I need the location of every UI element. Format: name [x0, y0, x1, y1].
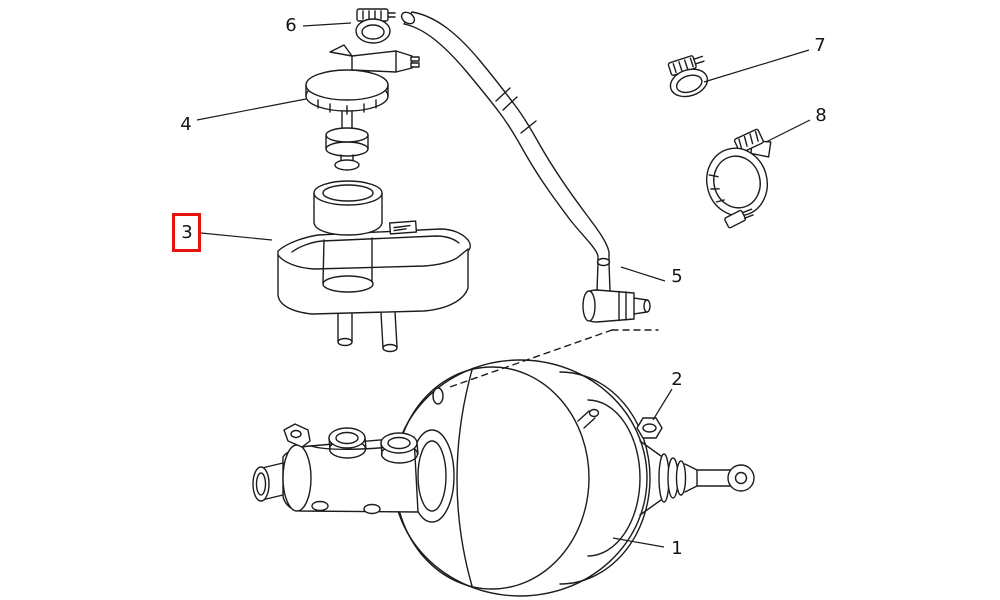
master-cylinder-drawing [252, 423, 455, 523]
leader-line-4 [196, 98, 307, 121]
leader-line-7 [703, 49, 810, 83]
callout-7: 7 [814, 35, 826, 56]
callout-4: 4 [180, 114, 192, 135]
fluid-reservoir-drawing [277, 180, 471, 353]
mounting-nut-drawing [636, 417, 663, 439]
callout-6: 6 [285, 15, 297, 36]
leader-lines [196, 22, 811, 548]
callout-3: 3 [181, 222, 193, 243]
leader-line-8 [765, 119, 811, 143]
assembly-dashed-lines [449, 329, 659, 388]
leader-line-5 [620, 266, 666, 282]
callout-2: 2 [671, 369, 683, 390]
leader-line-1 [612, 537, 665, 548]
leader-line-6 [302, 22, 352, 27]
leader-line-2 [652, 388, 673, 421]
hose-clamp-6-drawing [355, 8, 396, 44]
vacuum-hose-drawing [400, 11, 611, 267]
highlight-box-part-3 [172, 213, 201, 252]
reservoir-cap-drawing [305, 44, 420, 171]
leader-line-3 [200, 232, 273, 241]
support-clamp-8-drawing [706, 128, 772, 229]
callout-8: 8 [815, 105, 827, 126]
callout-5: 5 [671, 266, 683, 287]
check-valve-fitting-drawing [582, 262, 651, 323]
callout-1: 1 [671, 538, 683, 559]
hose-clamp-7-drawing [667, 55, 709, 98]
